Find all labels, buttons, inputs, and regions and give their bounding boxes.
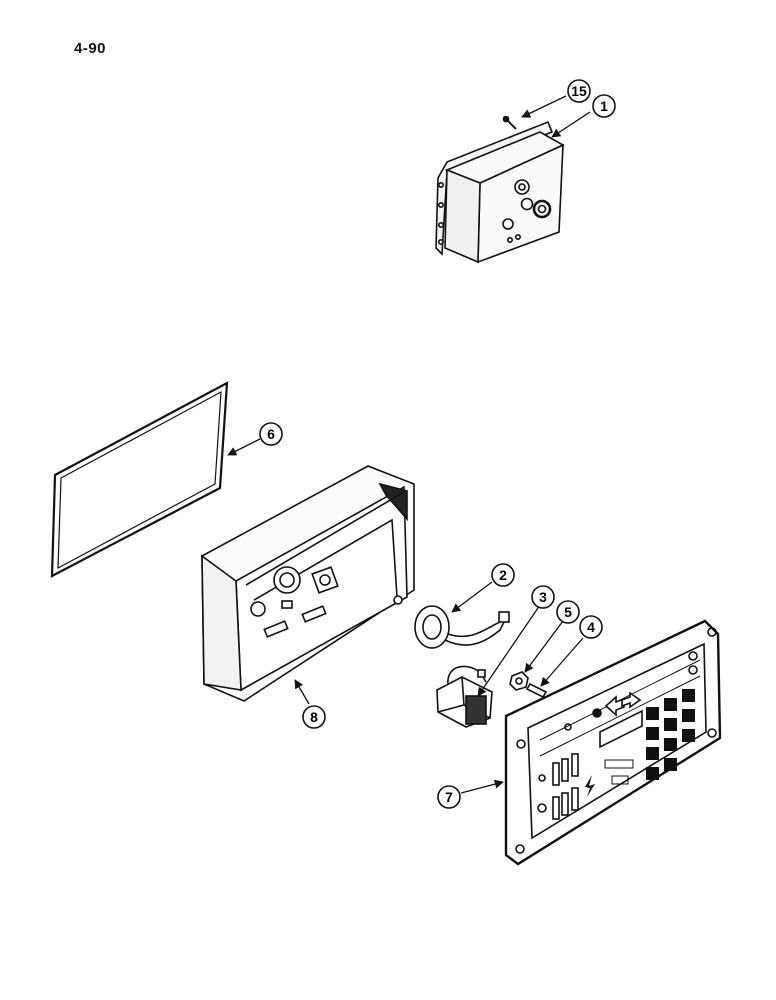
callout-3: 3 (531, 585, 555, 609)
svg-text:2: 2 (499, 567, 507, 583)
callout-4: 4 (579, 615, 603, 639)
part-2-speaker (414, 605, 510, 649)
callout-15: 15 (567, 79, 591, 103)
svg-text:1: 1 (600, 98, 608, 114)
svg-text:8: 8 (310, 709, 318, 725)
part-5-nut (509, 671, 529, 691)
callout-5: 5 (556, 600, 580, 624)
callout-2: 2 (491, 563, 515, 587)
svg-text:4: 4 (587, 619, 595, 635)
svg-text:7: 7 (445, 789, 453, 805)
part-4-pin (525, 682, 548, 699)
part-3-switch (436, 665, 493, 728)
callout-8: 8 (302, 705, 326, 729)
part-7-front-panel (504, 619, 722, 866)
page-number: 4-90 (74, 40, 107, 57)
svg-text:15: 15 (571, 83, 587, 99)
svg-text:3: 3 (539, 589, 547, 605)
callout-1: 1 (592, 94, 616, 118)
svg-text:5: 5 (564, 604, 572, 620)
callout-6: 6 (259, 422, 283, 446)
callout-7: 7 (437, 785, 461, 809)
part-8-box-housing (201, 465, 415, 702)
leader-lines (227, 95, 591, 794)
svg-text:6: 6 (267, 426, 275, 442)
part-6-gasket (50, 381, 229, 578)
part-1-small-housing (435, 115, 565, 264)
